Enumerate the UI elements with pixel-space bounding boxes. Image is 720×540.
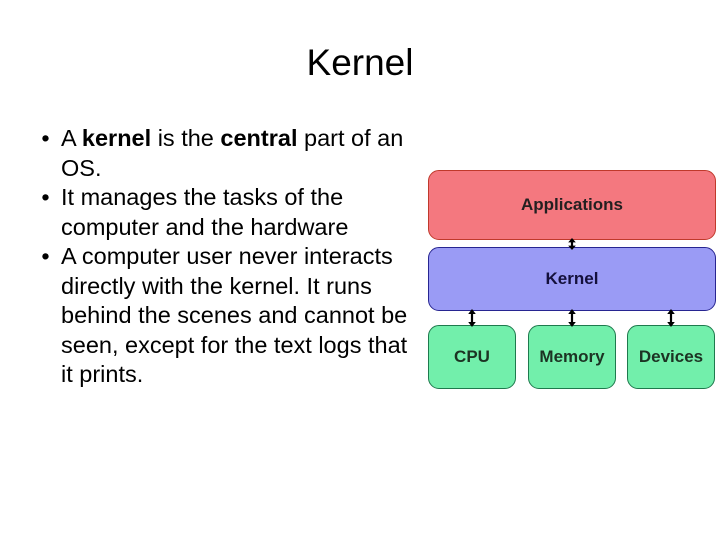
- double-arrow-icon-kernel-memory: [568, 309, 576, 327]
- bullet-marker-icon: •: [41, 184, 50, 210]
- page-title: Kernel: [306, 42, 414, 83]
- kernel-architecture-diagram: Applications Kernel CPU Memory Devices: [426, 162, 718, 392]
- diagram-block-label: CPU: [454, 347, 490, 366]
- diagram-block-label: Applications: [520, 195, 623, 214]
- diagram-block-memory: Memory: [528, 325, 616, 389]
- list-item-text: A kernel is the central part of an OS.: [61, 125, 404, 181]
- list-item-text: It manages the tasks of the computer and…: [61, 184, 349, 240]
- list-item: • A computer user never interacts direct…: [30, 242, 418, 390]
- list-item-text: A computer user never interacts directly…: [61, 243, 408, 387]
- double-arrow-icon-kernel-devices: [667, 309, 675, 327]
- bullet-marker-icon: •: [41, 243, 50, 269]
- diagram-block-label: Devices: [638, 347, 704, 366]
- bullet-marker-icon: •: [41, 125, 50, 151]
- double-arrow-icon-applications-kernel: [568, 238, 576, 250]
- bullet-list: • A kernel is the central part of an OS.…: [30, 124, 418, 390]
- double-arrow-icon-kernel-cpu: [468, 309, 476, 327]
- list-item: • It manages the tasks of the computer a…: [30, 183, 418, 242]
- diagram-block-label: Kernel: [545, 269, 599, 288]
- diagram-block-label: Memory: [539, 347, 605, 366]
- list-item: • A kernel is the central part of an OS.: [30, 124, 418, 183]
- diagram-block-kernel: Kernel: [428, 247, 716, 311]
- diagram-block-cpu: CPU: [428, 325, 516, 389]
- diagram-block-applications: Applications: [428, 170, 716, 240]
- diagram-block-devices: Devices: [627, 325, 715, 389]
